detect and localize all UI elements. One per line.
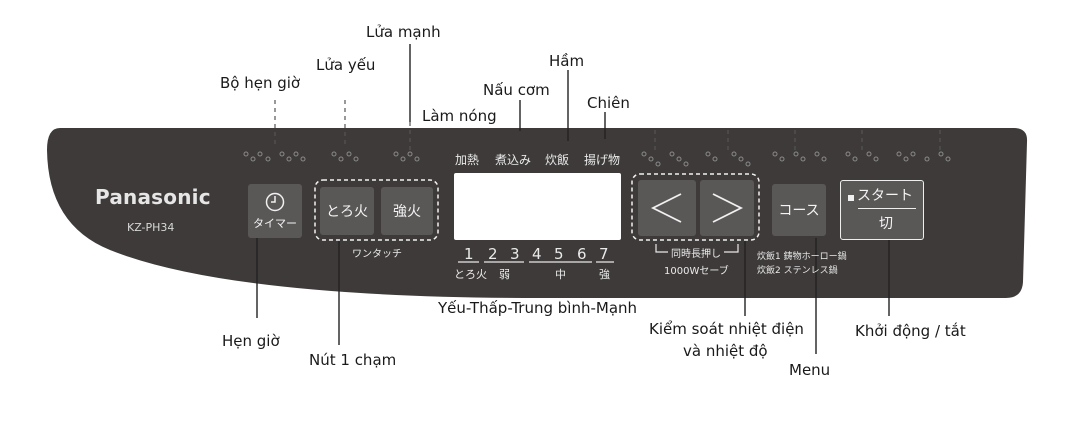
off-label: 切 [879,216,893,232]
high-heat-button[interactable]: 強火 [381,187,433,235]
start-stop-button[interactable]: スタート 切 [840,180,924,240]
annotation-rice: Nấu cơm [483,81,550,99]
course-note-2: 炊飯2 ステンレス鍋 [757,266,838,276]
timer-label: タイマー [253,217,297,230]
timer-button[interactable]: タイマー [248,184,302,238]
level-word-strong: 強 [599,268,610,281]
increase-button[interactable] [700,180,754,236]
start-label: スタート [857,188,913,204]
annotation-levels: Yếu-Thấp-Trung bình-Mạnh [438,299,638,317]
annotation-weak-fire: Lửa yếu [316,56,376,74]
level-word-weak: 弱 [499,268,510,281]
brand-logo: Panasonic [95,185,211,209]
arrow-group-outline [631,173,760,241]
one-touch-group-outline [314,179,439,241]
level-4: 4 [532,245,542,263]
mode-heating: 加熱 [455,153,480,167]
start-indicator [848,195,854,201]
decrease-button[interactable] [638,180,696,236]
start-divider [858,208,916,209]
annotation-timer-top: Bộ hẹn giờ [220,74,301,92]
long-press-label: 同時長押し [671,249,721,260]
level-2: 2 [488,245,498,263]
annotation-strong-fire: Lửa mạnh [366,23,441,41]
clock-icon [265,192,285,212]
annotation-heating: Làm nóng [422,107,497,125]
annotation-start-stop: Khởi động / tắt [855,322,966,340]
level-6: 6 [577,245,587,263]
annotation-temp-control-2: và nhiệt độ [683,342,768,360]
level-word-medium: 中 [555,268,566,281]
level-3: 3 [510,245,520,263]
level-word-low-heat: とろ火 [454,268,487,281]
annotation-fry: Chiên [587,94,630,112]
annotation-one-touch: Nút 1 chạm [309,351,397,369]
mode-stew: 煮込み [495,153,532,167]
display-screen [454,173,621,240]
annotation-stew: Hầm [549,52,585,70]
save-1000w-label: 1000Wセーブ [664,266,729,277]
mode-rice: 炊飯 [545,153,570,167]
mode-fry: 揚げ物 [584,153,621,167]
annotation-timer-bottom: Hẹn giờ [222,332,280,350]
low-heat-button[interactable]: とろ火 [320,187,374,235]
one-touch-label: ワンタッチ [352,249,402,260]
level-7: 7 [599,245,609,263]
model-number: KZ-PH34 [127,221,175,234]
annotation-menu: Menu [789,361,831,379]
level-1: 1 [464,245,474,263]
chevron-left-icon [650,193,682,223]
level-5: 5 [554,245,564,263]
annotation-temp-control-1: Kiểm soát nhiệt điện [649,320,804,338]
course-button[interactable]: コース [772,184,826,236]
course-note-1: 炊飯1 鋳物ホーロー鍋 [757,252,847,262]
chevron-right-icon [712,193,744,223]
